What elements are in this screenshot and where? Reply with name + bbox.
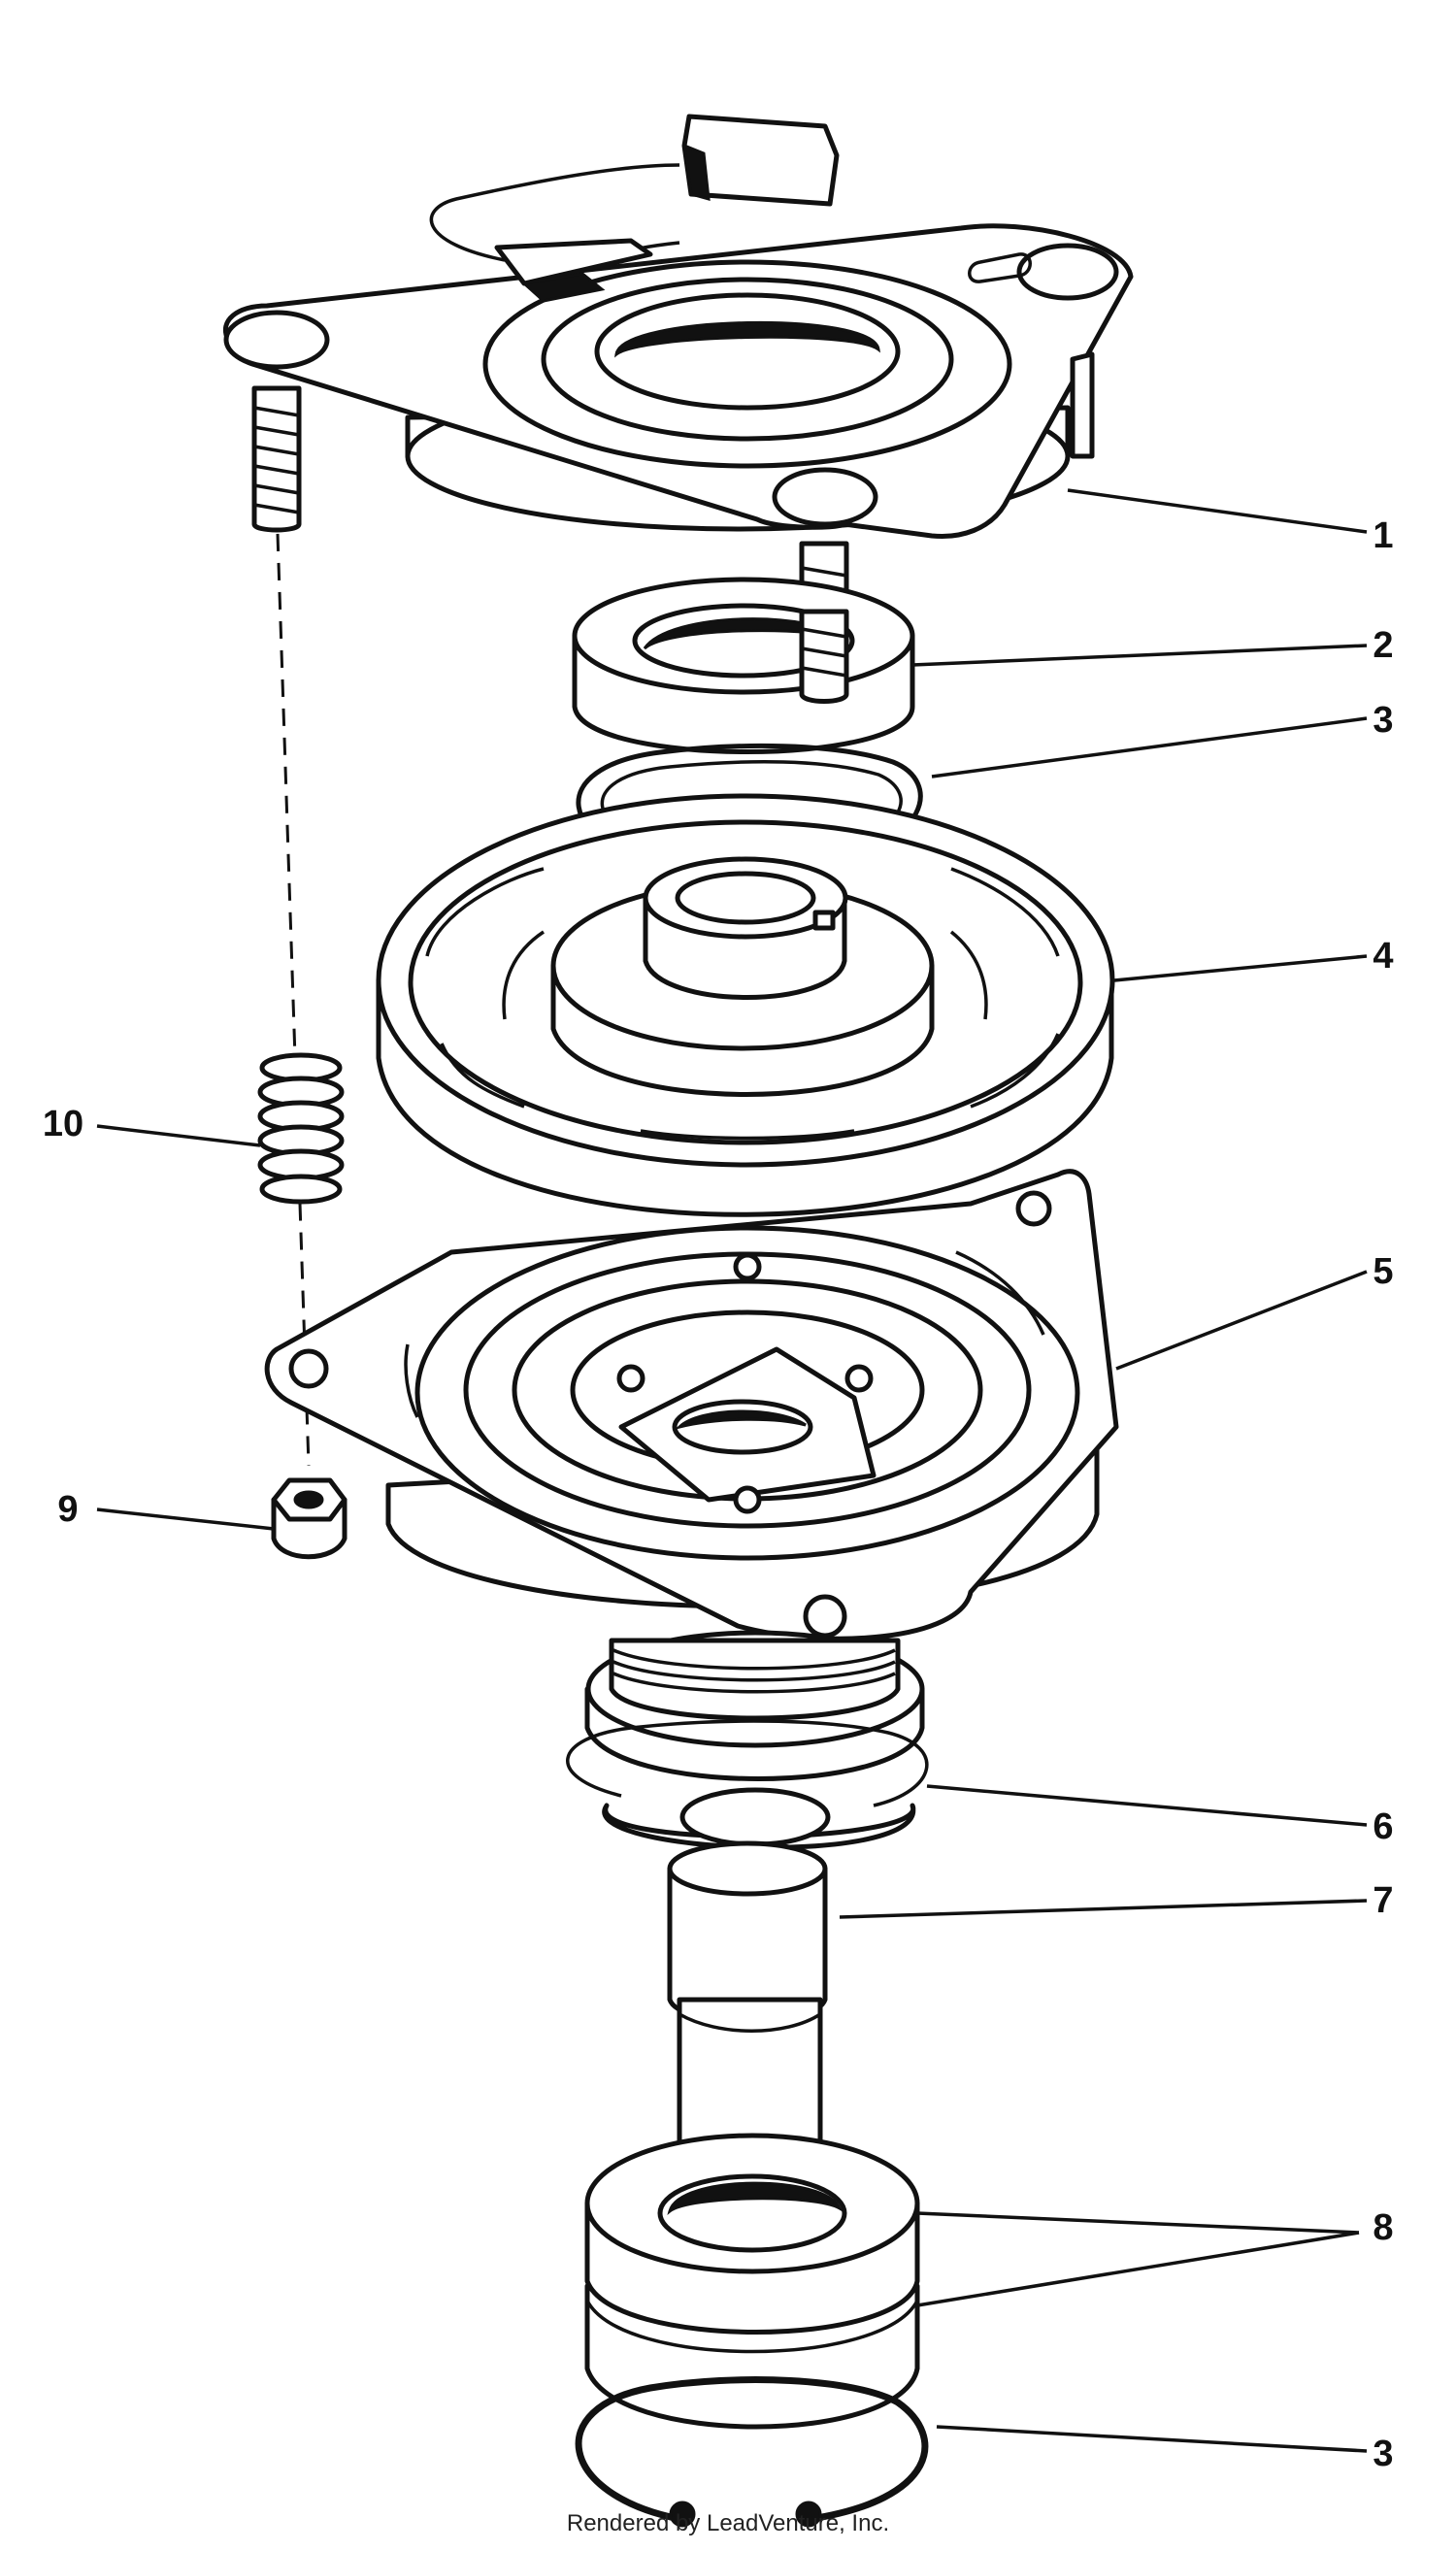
part-3-retaining-ring-bottom: [575, 2376, 929, 2528]
leader-lines: [96, 488, 1368, 2453]
part-1-field-housing: [223, 114, 1134, 704]
part-2-bearing: [572, 577, 915, 754]
part-6-sleeve-ring: [566, 1630, 929, 1850]
part-4-armature-rotor: [376, 793, 1115, 1217]
callout-2: 2: [1373, 625, 1394, 666]
callout-8: 8: [1373, 2207, 1394, 2248]
callout-3-bottom: 3: [1373, 2434, 1394, 2474]
part-8-bearings: [584, 2133, 920, 2430]
part-9-nut: [271, 1477, 347, 1560]
alignment-line: [275, 504, 311, 1467]
callout-4: 4: [1373, 936, 1394, 977]
part-10-spring: [257, 1052, 345, 1205]
callout-5: 5: [1373, 1251, 1394, 1292]
callout-3-top: 3: [1373, 700, 1394, 741]
callout-9: 9: [57, 1489, 79, 1530]
callout-1: 1: [1373, 515, 1394, 556]
part-5-mounting-plate: [264, 1169, 1119, 1641]
part-7-shaft: [667, 1840, 828, 2186]
callout-6: 6: [1373, 1806, 1394, 1847]
render-credit: Rendered by LeadVenture, Inc.: [566, 2510, 890, 2536]
callout-10: 10: [42, 1104, 84, 1144]
callout-7: 7: [1373, 1880, 1394, 1921]
